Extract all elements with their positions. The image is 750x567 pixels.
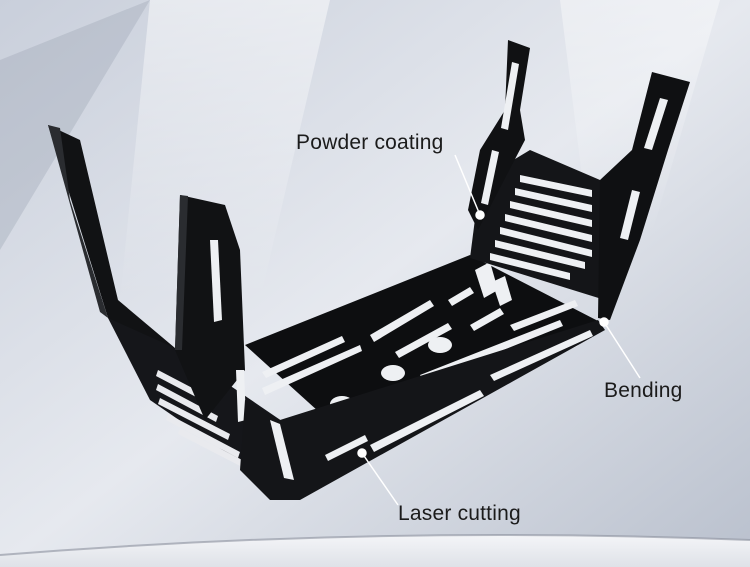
right-outer-arm: [598, 72, 690, 320]
right-inner-arm-slot: [481, 150, 499, 205]
base-hole: [381, 365, 405, 381]
light-beam: [120, 0, 330, 300]
left-back-arm: [48, 125, 175, 348]
left-front-arm-slot: [236, 370, 246, 422]
left-front-arm-edge: [175, 195, 188, 350]
left-front-arm-slot: [210, 240, 222, 322]
right-outer-arm-slot: [620, 190, 640, 240]
left-front-arm: [175, 195, 245, 420]
base-plate: [245, 255, 600, 440]
right-outer-arm-slot: [644, 98, 668, 150]
left-back-arm-edge: [48, 125, 108, 318]
shadow-plane: [0, 0, 150, 250]
callout-laser-cutting: Laser cutting: [398, 502, 521, 525]
floor-edge: [0, 534, 750, 556]
right-wall-louvers: [490, 175, 592, 280]
callout-powder-coating: Powder coating: [296, 131, 444, 154]
callout-bending: Bending: [604, 379, 683, 402]
front-rim-slots: [270, 330, 593, 480]
base-hole: [428, 337, 452, 353]
leader-lines: [357, 154, 641, 506]
right-inner-arm-slot: [501, 62, 519, 130]
